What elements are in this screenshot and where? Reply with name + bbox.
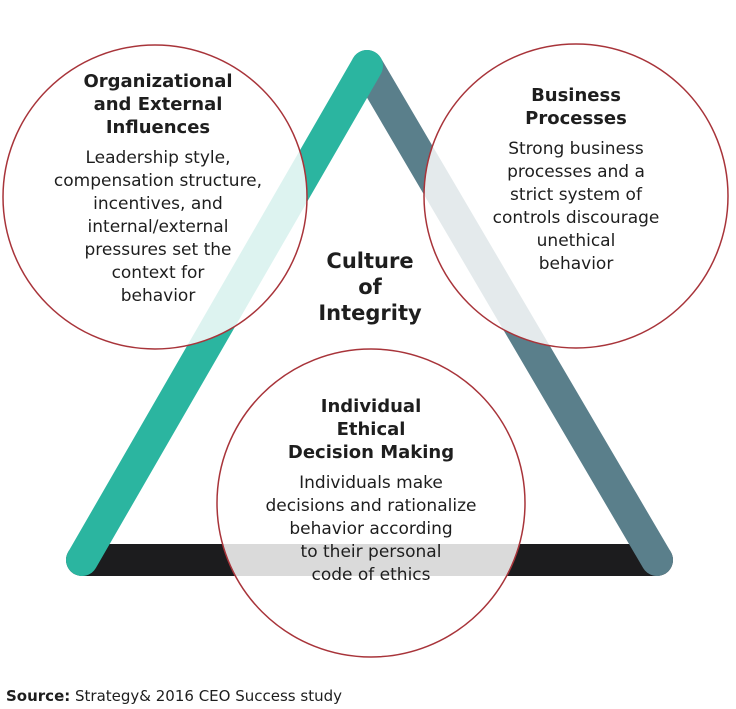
- business-processes-text: Business Processes Strong business proce…: [460, 84, 692, 276]
- organizational-influences-body: Leadership style, compensation structure…: [53, 148, 263, 306]
- source-text: Strategy& 2016 CEO Success study: [75, 687, 342, 705]
- source-line: Source: Strategy& 2016 CEO Success study: [6, 686, 342, 706]
- circle-individual: [216, 348, 526, 658]
- organizational-influences-title: Organizational and External Influences: [83, 71, 233, 138]
- center-label: Culture of Integrity: [318, 249, 422, 325]
- individual-decision-making-text: Individual Ethical Decision Making Indiv…: [240, 395, 502, 587]
- individual-decision-making-title: Individual Ethical Decision Making: [287, 396, 455, 463]
- circle-business-processes: [423, 43, 729, 349]
- organizational-influences-text: Organizational and External Influences L…: [20, 70, 296, 308]
- individual-decision-making-body: Individuals make decisions and rationali…: [265, 473, 477, 585]
- circle-organizational: [2, 44, 308, 350]
- source-label: Source:: [6, 687, 71, 705]
- business-processes-title: Business Processes: [525, 85, 627, 129]
- business-processes-body: Strong business processes and a strict s…: [492, 139, 660, 274]
